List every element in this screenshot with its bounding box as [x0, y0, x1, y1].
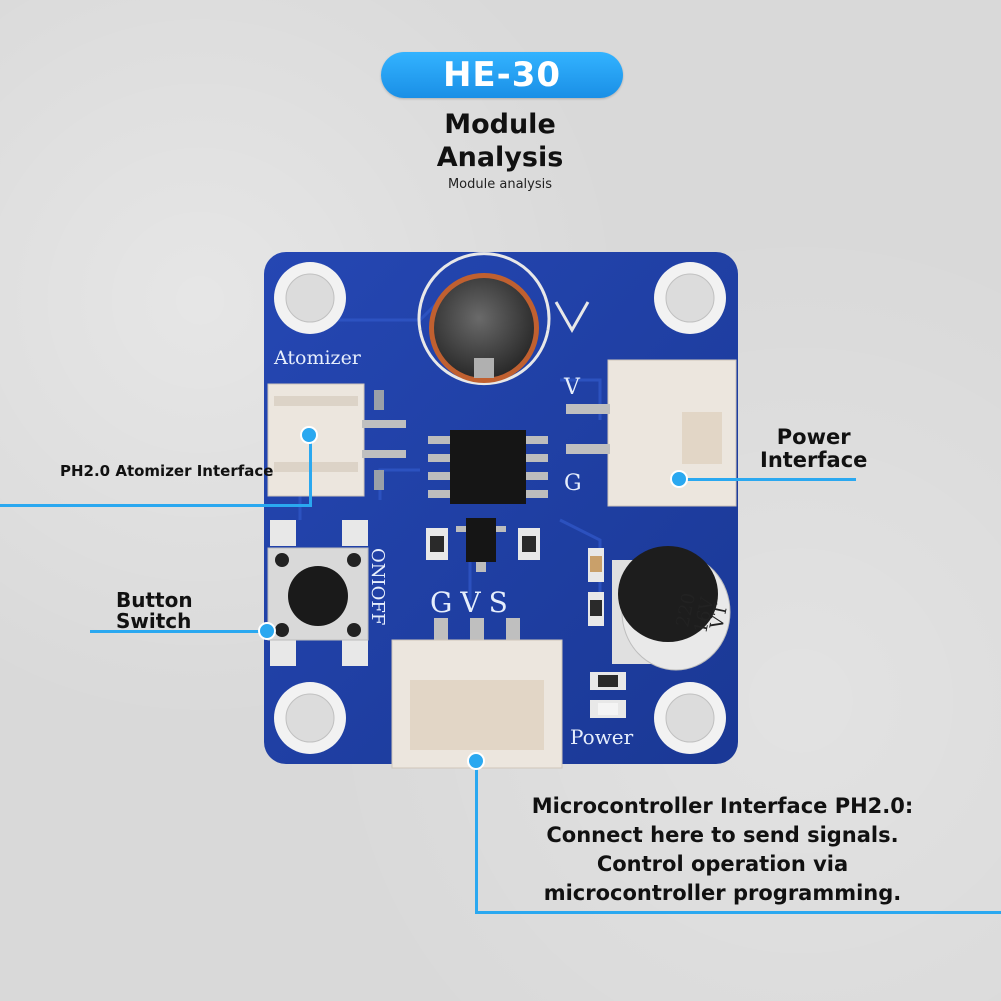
silk-atomizer: Atomizer — [273, 347, 362, 369]
power-callout-line — [680, 478, 856, 481]
silk-power: Power — [570, 725, 634, 749]
button-callout-line — [90, 630, 268, 633]
atomizer-callout-riser — [309, 436, 312, 507]
title-line-2: Analysis — [436, 142, 564, 173]
silk-v: V — [563, 375, 581, 400]
page-title: Module Analysis — [380, 108, 620, 174]
mcu-callout-line-4: microcontroller programming. — [543, 881, 902, 905]
button-callout-dot — [258, 622, 276, 640]
silk-gvs: GVS — [430, 586, 516, 619]
mcu-callout-riser — [475, 762, 478, 914]
mounting-holes — [274, 262, 726, 754]
button-callout-line-1: Button — [116, 588, 193, 612]
atomizer-callout-line — [0, 504, 312, 507]
button-callout-label: Button Switch — [116, 590, 193, 632]
title-line-1: Module — [444, 109, 556, 140]
mcu-callout-line-2: Connect here to send signals. — [546, 823, 899, 847]
atomizer-callout-label: PH2.0 Atomizer Interface — [60, 462, 274, 480]
electrolytic-capacitor: 220 16V VT — [612, 546, 732, 671]
mcu-callout-dot — [467, 752, 485, 770]
power-callout-label: Power Interface — [760, 426, 867, 472]
mcu-callout-line-1: Microcontroller Interface PH2.0: — [531, 794, 914, 818]
page-subtitle: Module analysis — [447, 177, 553, 192]
smd-components — [426, 518, 626, 718]
inductor-coil — [417, 252, 590, 386]
mcu-callout-line — [475, 911, 1001, 914]
power-callout-dot — [670, 470, 688, 488]
model-badge: HE-30 — [381, 52, 623, 98]
power-callout-line-2: Interface — [760, 448, 868, 472]
silk-g: G — [564, 471, 582, 496]
tactile-button — [267, 520, 369, 666]
ic-chip — [428, 430, 548, 504]
atomizer-callout-dot — [300, 426, 318, 444]
power-callout-line-1: Power — [776, 425, 851, 449]
mcu-callout-label: Microcontroller Interface PH2.0: Connect… — [500, 792, 945, 908]
silk-onoff: ONIOFF — [367, 548, 388, 625]
mcu-callout-line-3: Control operation via — [596, 852, 849, 876]
button-callout-line-2: Switch — [116, 609, 192, 633]
mcu-connector — [391, 618, 563, 769]
